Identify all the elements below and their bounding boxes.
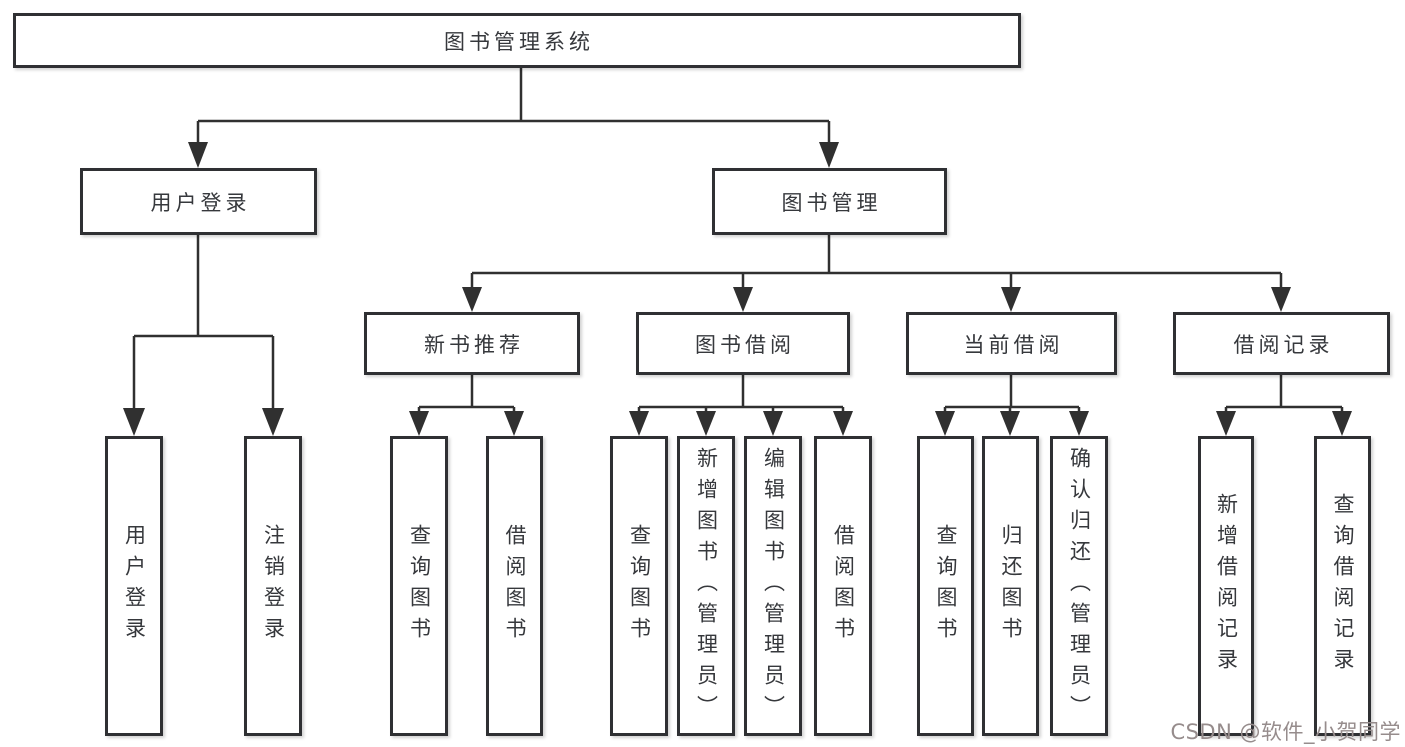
node-book-management: 图书管理 [712,168,947,235]
node-book-borrow-label: 图书借阅 [695,332,795,357]
leaf-query-books-current: 查询图书 [917,436,974,736]
leaf-borrow-books-recommend: 借阅图书 [486,436,543,736]
leaf-borrow-books-recommend-label: 借阅图书 [503,524,527,648]
leaf-borrow-books: 借阅图书 [814,436,872,736]
leaf-query-books-current-label: 查询图书 [934,524,958,648]
leaf-user-login: 用户登录 [105,436,163,736]
leaf-query-borrow-record: 查询借阅记录 [1314,436,1371,736]
leaf-query-books-recommend-label: 查询图书 [407,524,432,648]
leaf-query-borrow-record-label: 查询借阅记录 [1331,493,1355,679]
leaf-confirm-return-admin: 确认归还（管理员） [1050,436,1108,736]
arrowheads [123,142,1352,436]
node-user-login-label: 用户登录 [150,190,251,215]
leaf-add-book-admin-label: 新增图书（管理员） [694,446,719,726]
leaf-logout-label: 注销登录 [261,524,286,648]
leaf-add-borrow-record: 新增借阅记录 [1198,436,1254,736]
node-book-management-label: 图书管理 [781,190,882,215]
node-borrow-records-label: 借阅记录 [1233,332,1334,357]
node-new-book-recommend-label: 新书推荐 [424,332,524,357]
node-current-borrow: 当前借阅 [906,312,1117,375]
leaf-edit-book-admin-label: 编辑图书（管理员） [761,446,786,726]
leaf-add-borrow-record-label: 新增借阅记录 [1214,493,1239,679]
node-library-system: 图书管理系统 [13,13,1021,68]
leaf-logout: 注销登录 [244,436,302,736]
node-borrow-records: 借阅记录 [1173,312,1390,375]
node-current-borrow-label: 当前借阅 [963,332,1064,357]
node-user-login: 用户登录 [80,168,317,235]
leaf-query-books-recommend: 查询图书 [390,436,448,736]
leaf-query-books-borrow: 查询图书 [610,436,668,736]
watermark: CSDN @软件_小贺同学 [1170,720,1401,744]
leaf-edit-book-admin: 编辑图书（管理员） [744,436,802,736]
leaf-return-books-label: 归还图书 [999,524,1023,648]
leaf-return-books: 归还图书 [982,436,1039,736]
leaf-query-books-borrow-label: 查询图书 [627,524,652,648]
leaf-add-book-admin: 新增图书（管理员） [677,436,735,736]
leaf-confirm-return-admin-label: 确认归还（管理员） [1067,446,1092,726]
leaf-user-login-label: 用户登录 [122,524,147,648]
leaf-borrow-books-label: 借阅图书 [831,524,856,648]
node-library-system-label: 图书管理系统 [444,29,594,54]
node-book-borrow: 图书借阅 [636,312,850,375]
node-new-book-recommend: 新书推荐 [364,312,580,375]
